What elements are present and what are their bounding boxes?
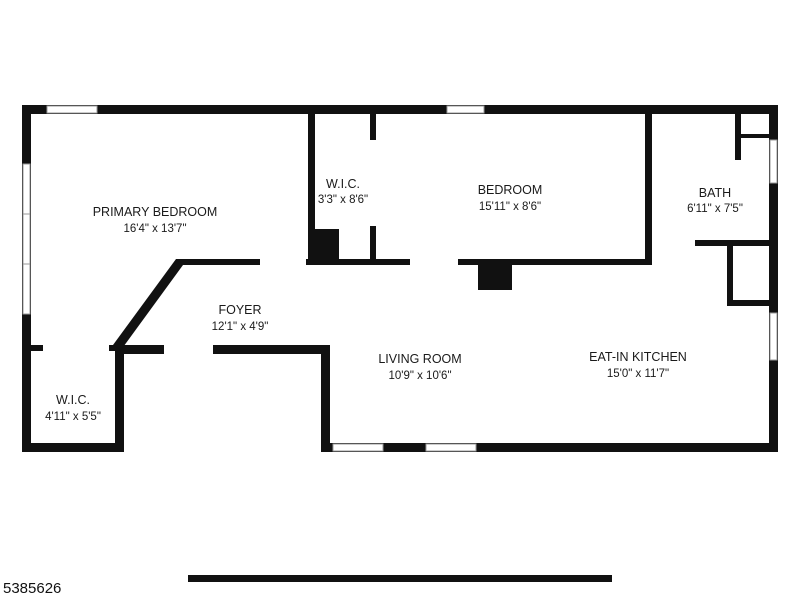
window [425, 443, 477, 452]
wall-wic-top-2 [109, 345, 117, 351]
room-name: BEDROOM [478, 183, 543, 197]
room-name: EAT-IN KITCHEN [589, 350, 687, 364]
wall-bedroom-bottom [176, 259, 260, 265]
listing-id: 5385626 [3, 580, 62, 597]
wall-diagonal [113, 259, 183, 350]
wall-wic-right [115, 345, 124, 452]
wall-bedroom-bottom-3 [458, 259, 651, 265]
room-dims: 4'11" x 5'5" [45, 411, 101, 423]
room-name: W.I.C. [56, 393, 90, 407]
wall-bath-corner-2 [741, 134, 769, 138]
wall-bottom-wic [22, 443, 124, 452]
wall-bottom-main [321, 443, 778, 452]
wall-wic-right-lower [370, 226, 376, 265]
window [46, 105, 98, 114]
room-name: PRIMARY BEDROOM [93, 205, 218, 219]
wall-bath-left [645, 114, 652, 265]
room-labels: PRIMARY BEDROOM 16'4" x 13'7" W.I.C. 3'3… [45, 177, 743, 423]
window [22, 213, 31, 265]
window [446, 105, 485, 114]
wall-bath-corner [735, 114, 741, 160]
room-dims: 12'1" x 4'9" [212, 321, 269, 333]
wall-wic-top [31, 345, 43, 351]
scale-bar [188, 575, 612, 582]
room-dims: 10'9" x 10'6" [388, 370, 451, 382]
room-name: FOYER [218, 303, 261, 317]
wall-closet-bottom [727, 300, 778, 306]
wall-living-left [321, 345, 330, 452]
wall-closet-left [727, 246, 733, 306]
wall-bedroom-bottom-2 [306, 259, 410, 265]
wall-foyer-bottom [124, 345, 164, 354]
room-name: LIVING ROOM [378, 352, 461, 366]
window [22, 163, 31, 215]
windows [22, 105, 778, 452]
window [769, 312, 778, 361]
room-dims: 6'11" x 7'5" [687, 203, 743, 215]
walls [22, 105, 778, 452]
wall-top [22, 105, 778, 114]
chimney-block [478, 263, 512, 290]
wall-right [769, 105, 778, 452]
room-dims: 3'3" x 8'6" [318, 194, 368, 206]
wall-wic-right-upper [370, 114, 376, 140]
wall-foyer-bottom-2 [213, 345, 330, 354]
window [22, 263, 31, 315]
window [332, 443, 384, 452]
room-dims: 16'4" x 13'7" [123, 223, 186, 235]
room-dims: 15'0" x 11'7" [607, 368, 669, 380]
wic-closet-block [315, 229, 339, 265]
window [769, 139, 778, 184]
room-name: BATH [699, 186, 731, 200]
room-name: W.I.C. [326, 177, 360, 191]
wall-bath-bottom [695, 240, 778, 246]
wall-wic-left [308, 114, 315, 265]
room-dims: 15'11" x 8'6" [479, 201, 541, 213]
